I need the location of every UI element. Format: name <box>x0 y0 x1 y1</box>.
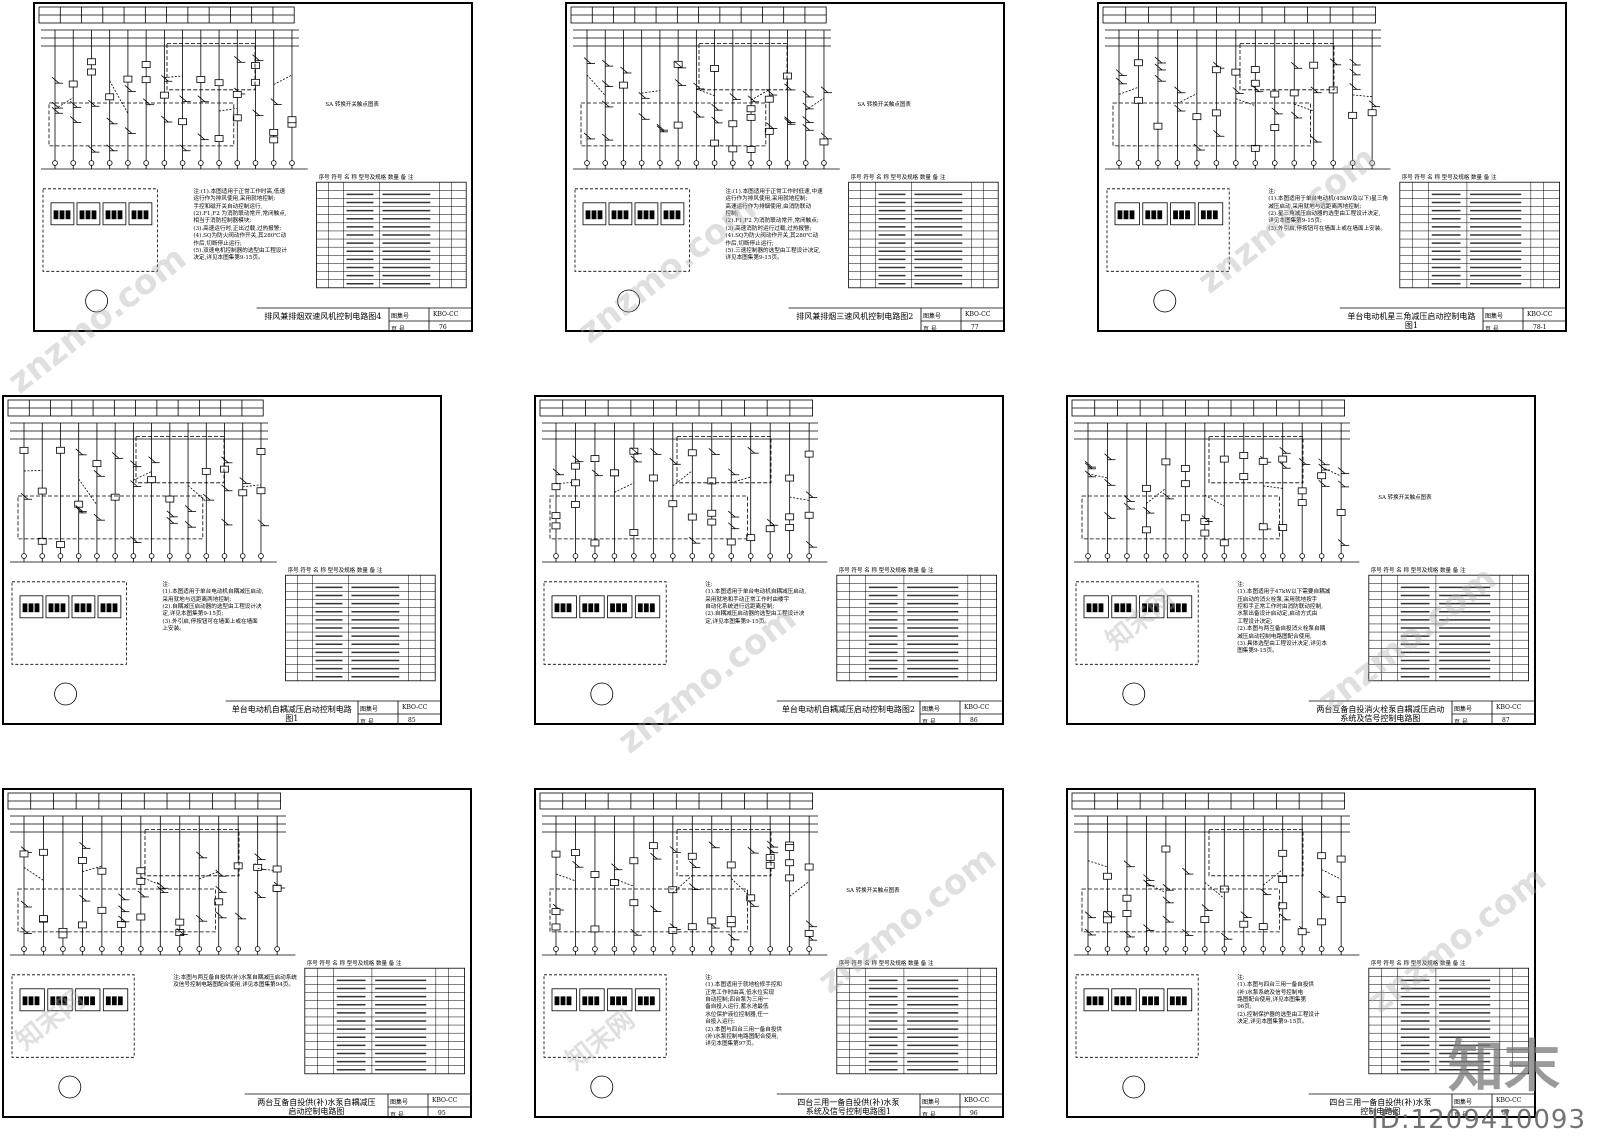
atlas-number-label: 图集号 <box>923 313 942 320</box>
drawing-title: 单台电动机自耦减压启动控制电路图1 <box>231 705 352 723</box>
parts-list-header: 序号 符号 名 称 型号及规格 数量 备 注 <box>306 961 402 968</box>
page-label: 页 号 <box>391 326 405 332</box>
page-label: 页 号 <box>1454 1112 1468 1118</box>
parts-list-header: 序号 符号 名 称 型号及规格 数量 备 注 <box>1370 568 1466 575</box>
drawing-title: 单台电动机星三角减压启动控制电路图1 <box>1347 312 1476 330</box>
page-number: 76 <box>439 324 447 331</box>
circuit-diagram <box>539 399 1002 723</box>
switch-contact-legend: SA 转换开关触点图表 <box>846 887 900 894</box>
page-label: 页 号 <box>390 1112 404 1118</box>
page-number: 77 <box>971 324 979 331</box>
circuit-diagram <box>38 6 471 330</box>
page-number: 86 <box>970 717 978 724</box>
atlas-number-label: 图集号 <box>390 1099 409 1106</box>
switch-contact-legend: SA 转换开关触点图表 <box>857 101 911 108</box>
atlas-number: KBO-CC <box>964 1097 990 1104</box>
drawing-sheet-96: 序号 符号 名 称 型号及规格 数量 备 注注: (1).本图适用于就地检修手控… <box>534 788 1004 1118</box>
drawing-sheet-95: 序号 符号 名 称 型号及规格 数量 备 注注:本图与两互备自投供(补)水泵自耦… <box>2 788 472 1118</box>
circuit-diagram <box>1071 399 1534 723</box>
page-label: 页 号 <box>360 719 374 725</box>
parts-list-header: 序号 符号 名 称 型号及规格 数量 备 注 <box>838 961 934 968</box>
atlas-number: KBO-CC <box>965 311 991 318</box>
diagram-notes: 注: (1).本图适用于就地检修手控和 正常工作时由高,低水位实现 自动控制;四… <box>705 974 783 1048</box>
drawing-sheet-85: 序号 符号 名 称 型号及规格 数量 备 注注: (1).本图适用于单台电动机自… <box>2 395 442 725</box>
page-number: 96 <box>970 1110 978 1117</box>
diagram-notes: 注: (1).本图适用于47kW以下需要自耦减 压启动的消火栓泵,采用就地按手 … <box>1237 581 1331 655</box>
diagram-notes: 注:本图与两互备自投供(补)水泵自耦减压启动系统 及信号控制电路图配合使用,详见… <box>173 974 297 989</box>
switch-contact-legend: SA 转换开关触点图表 <box>325 101 379 108</box>
atlas-number-label: 图集号 <box>1485 313 1504 320</box>
circuit-diagram <box>539 792 1002 1116</box>
parts-list-header: 序号 符号 名 称 型号及规格 数量 备 注 <box>287 568 383 575</box>
diagram-notes: 注: (1).本图与四台三用一备自投供 (补)水泵系统及信号控制电 路图配合使用… <box>1237 974 1320 1026</box>
drawing-title: 两台互备自投供(补)水泵自耦减压 启动控制电路图 <box>257 1098 376 1116</box>
circuit-diagram <box>570 6 1003 330</box>
atlas-number: KBO-CC <box>1496 1097 1522 1104</box>
parts-list-header: 序号 符号 名 称 型号及规格 数量 备 注 <box>838 568 934 575</box>
brand-logo: 知末 <box>1448 1035 1560 1100</box>
page-number: 97 <box>1502 1110 1510 1117</box>
diagram-notes: 注:(1).本图适用于正常工作时高,低速 运行作为排风使用,采用就地控制; 手控… <box>193 188 287 262</box>
circuit-diagram <box>1071 792 1534 1116</box>
atlas-number-label: 图集号 <box>922 1099 941 1106</box>
atlas-number: KBO-CC <box>432 1097 458 1104</box>
diagram-notes: 注: (1).本图适用于单台电动机自耦减压启动, 采用就地和手动正常工作时由楼宇… <box>705 581 807 625</box>
page-number: 85 <box>408 717 416 724</box>
diagram-notes: 注: (1).本图适用于单台电动机(45kW及以下)星三角 减压启动,采用就地与… <box>1268 188 1389 232</box>
page-number: 78-1 <box>1533 324 1547 331</box>
atlas-number: KBO-CC <box>1496 704 1522 711</box>
switch-contact-legend: SA 转换开关触点图表 <box>1378 494 1432 501</box>
drawing-title: 单台电动机自耦减压启动控制电路图2 <box>781 705 915 714</box>
circuit-diagram <box>1102 6 1565 330</box>
image-id: ID:1209410093 <box>1371 1105 1586 1135</box>
page-label: 页 号 <box>1485 326 1499 332</box>
drawing-title: 四台三用一备自投供(补)水泵 系统及信号控制电路图1 <box>797 1098 900 1116</box>
page-label: 页 号 <box>1454 719 1468 725</box>
drawing-title: 排风兼排烟三速风机控制电路图2 <box>796 312 914 321</box>
atlas-number-label: 图集号 <box>1454 1099 1473 1106</box>
drawing-sheet-97: 序号 符号 名 称 型号及规格 数量 备 注注: (1).本图与四台三用一备自投… <box>1066 788 1536 1118</box>
diagram-notes: 注: (1).本图适用于单台电动机自耦减压启动, 采用就地与远距离两地控制; (… <box>162 581 264 633</box>
atlas-number: KBO-CC <box>433 311 459 318</box>
drawing-sheet-76: 序号 符号 名 称 型号及规格 数量 备 注注:(1).本图适用于正常工作时高,… <box>33 2 473 332</box>
drawing-sheet-87: 序号 符号 名 称 型号及规格 数量 备 注注: (1).本图适用于47kW以下… <box>1066 395 1536 725</box>
drawing-sheet-77: 序号 符号 名 称 型号及规格 数量 备 注注:(1).本图适用于正常工作时低速… <box>565 2 1005 332</box>
page-label: 页 号 <box>923 326 937 332</box>
drawing-title: 排风兼排烟双速风机控制电路图4 <box>264 312 382 321</box>
page-number: 87 <box>1502 717 1510 724</box>
drawing-sheet-78-1: 序号 符号 名 称 型号及规格 数量 备 注注: (1).本图适用于单台电动机(… <box>1097 2 1567 332</box>
page-label: 页 号 <box>922 1112 936 1118</box>
drawing-sheet-86: 序号 符号 名 称 型号及规格 数量 备 注注: (1).本图适用于单台电动机自… <box>534 395 1004 725</box>
atlas-number-label: 图集号 <box>1454 706 1473 713</box>
page-number: 95 <box>438 1110 446 1117</box>
atlas-number-label: 图集号 <box>391 313 410 320</box>
atlas-number-label: 图集号 <box>922 706 941 713</box>
drawing-title: 两台互备自投消火栓泵自耦减压启动 系统及信号控制电路图 <box>1316 705 1445 723</box>
page-label: 页 号 <box>922 719 936 725</box>
circuit-diagram <box>7 792 470 1116</box>
parts-list-header: 序号 符号 名 称 型号及规格 数量 备 注 <box>1401 175 1497 182</box>
parts-list-header: 序号 符号 名 称 型号及规格 数量 备 注 <box>850 175 946 182</box>
atlas-number: KBO-CC <box>402 704 428 711</box>
atlas-number: KBO-CC <box>1527 311 1553 318</box>
circuit-diagram <box>7 399 440 723</box>
atlas-number: KBO-CC <box>964 704 990 711</box>
atlas-number-label: 图集号 <box>360 706 379 713</box>
drawing-title: 四台三用一备自投供(补)水泵 控制电路图 <box>1329 1098 1432 1116</box>
parts-list-header: 序号 符号 名 称 型号及规格 数量 备 注 <box>318 175 414 182</box>
parts-list-header: 序号 符号 名 称 型号及规格 数量 备 注 <box>1370 961 1466 968</box>
diagram-notes: 注:(1).本图适用于正常工作时低速,中速 运行作为排风使用,采用就地控制; 高… <box>725 188 823 262</box>
